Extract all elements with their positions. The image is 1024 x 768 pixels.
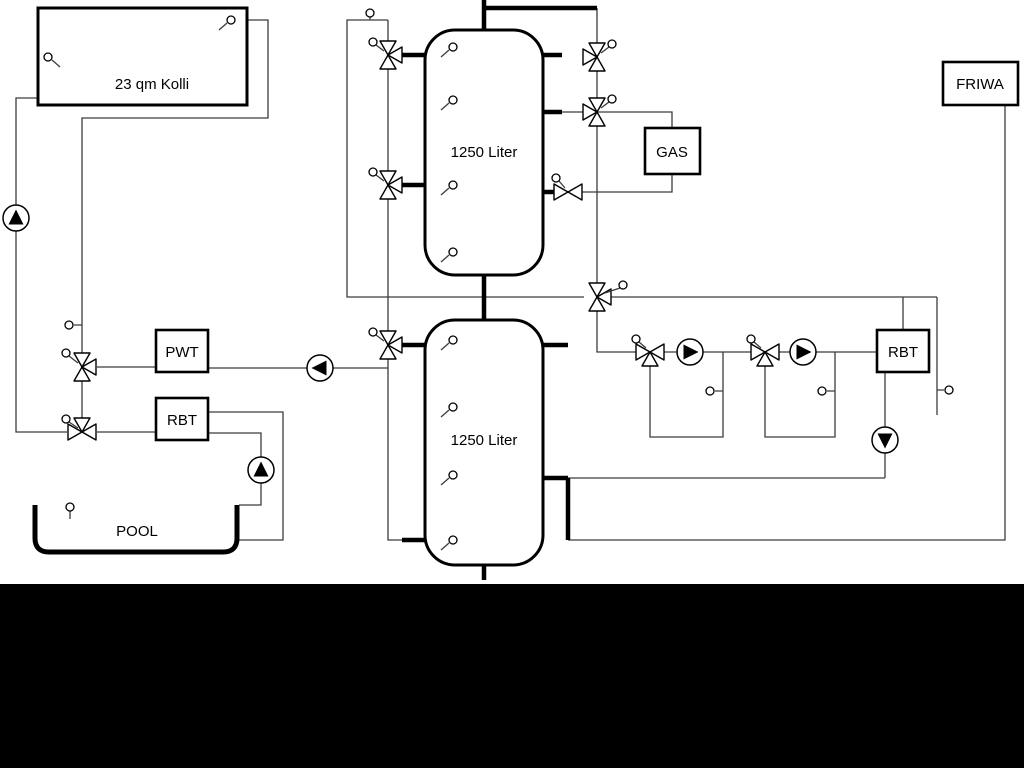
pipe-distribution-down bbox=[596, 311, 637, 353]
pool-basin bbox=[32, 505, 240, 555]
valve-actuators bbox=[61, 37, 762, 429]
temp-sensor bbox=[448, 180, 458, 190]
pipe-circuit2-loop bbox=[764, 352, 836, 438]
buffer-tank-bottom bbox=[423, 318, 545, 567]
heating-pump-2-icon bbox=[789, 338, 817, 366]
circuit2-valve-icon bbox=[750, 343, 780, 367]
pipe-friwa-supply bbox=[568, 105, 1006, 541]
collector-label: 23 qm Kolli bbox=[115, 76, 189, 93]
actuator-icon bbox=[618, 280, 628, 290]
buffer-tank-top bbox=[423, 28, 545, 277]
actuator-icon bbox=[61, 414, 71, 424]
distribution-valve-icon bbox=[588, 282, 612, 312]
pipe-pool-flow bbox=[208, 411, 284, 541]
heating-pump-1-icon bbox=[676, 338, 704, 366]
temp-sensor bbox=[448, 335, 458, 345]
pipe-solar-supply bbox=[81, 19, 269, 355]
actuator-icon bbox=[746, 334, 756, 344]
temp-sensor bbox=[365, 8, 375, 18]
actuator-icon bbox=[607, 39, 617, 49]
rbt-right-label: RBT bbox=[888, 344, 918, 361]
temp-sensor bbox=[43, 52, 53, 62]
actuator-icon bbox=[631, 334, 641, 344]
boiler-valve-top-icon bbox=[582, 42, 606, 72]
temperature-sensors bbox=[43, 8, 954, 551]
pipe-gas-supply bbox=[562, 111, 673, 128]
rbt-right-box bbox=[875, 328, 931, 374]
solar-valve-2-icon bbox=[67, 417, 97, 441]
gas-label: GAS bbox=[656, 144, 688, 161]
actuator-icon bbox=[368, 327, 378, 337]
pipe-tank-top-header bbox=[481, 0, 597, 30]
actuator-icon bbox=[368, 37, 378, 47]
actuator-icon bbox=[607, 94, 617, 104]
temp-sensor bbox=[448, 42, 458, 52]
pwt-heat-exchanger-box bbox=[154, 328, 210, 374]
circuit1-valve-icon bbox=[635, 343, 665, 367]
solar-valve-1-icon bbox=[73, 352, 97, 382]
pipe-pool-return bbox=[208, 432, 262, 506]
rbt-left-label: RBT bbox=[167, 412, 197, 429]
pipe-distribution-top bbox=[610, 296, 937, 330]
charge-valve-bottom-icon bbox=[379, 330, 403, 360]
pipe-solar-return bbox=[15, 97, 67, 433]
pipe-gas-return bbox=[582, 175, 673, 193]
pipe-circuit1-loop bbox=[649, 352, 724, 438]
charge-valve-top-icon bbox=[379, 40, 403, 70]
letterbox-bottom bbox=[0, 584, 1024, 768]
temp-sensor bbox=[448, 470, 458, 480]
friwa-label: FRIWA bbox=[956, 76, 1004, 93]
temp-sensor bbox=[705, 386, 715, 396]
tank-top-label: 1250 Liter bbox=[451, 144, 518, 161]
gas-return-valve-icon bbox=[553, 183, 583, 201]
ports-tank-bottom bbox=[400, 342, 571, 543]
solar-collector-box bbox=[36, 6, 249, 107]
friwa-box bbox=[941, 60, 1020, 107]
temp-sensor bbox=[448, 247, 458, 257]
pool-label: POOL bbox=[116, 523, 158, 540]
pwt-label: PWT bbox=[165, 344, 198, 361]
actuator-icon bbox=[368, 167, 378, 177]
temp-sensor bbox=[448, 95, 458, 105]
pipe-friwa-circulation bbox=[936, 297, 944, 415]
temp-sensor bbox=[817, 386, 827, 396]
charge-valve-mid-icon bbox=[379, 170, 403, 200]
pipe-header-left-riser bbox=[346, 19, 584, 298]
temp-sensor bbox=[226, 15, 236, 25]
temp-sensor bbox=[65, 502, 75, 512]
dhw-pump-icon bbox=[871, 426, 899, 454]
actuator-icon bbox=[61, 348, 71, 358]
temp-sensor bbox=[448, 402, 458, 412]
tank-bottom-label: 1250 Liter bbox=[451, 432, 518, 449]
pool-pump-icon bbox=[247, 456, 275, 484]
thick-pipes bbox=[400, 0, 597, 580]
pipe-charge-header bbox=[387, 20, 402, 541]
gas-boiler-box bbox=[643, 126, 702, 176]
temp-sensor bbox=[448, 535, 458, 545]
temp-sensor bbox=[64, 320, 74, 330]
solar-pump-icon bbox=[2, 204, 30, 232]
ports-tank-top bbox=[400, 52, 562, 195]
actuator-icon bbox=[551, 173, 561, 183]
rbt-left-box bbox=[154, 396, 210, 442]
pwt-pump-icon bbox=[306, 354, 334, 382]
temp-sensor bbox=[944, 385, 954, 395]
